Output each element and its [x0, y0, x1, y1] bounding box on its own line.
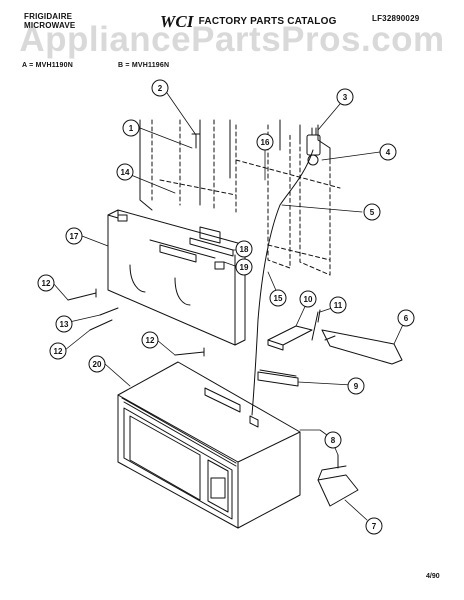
callout-12c-label: 12 — [146, 336, 155, 345]
callouts: 1 2 3 4 5 6 7 8 9 10 11 12 12 12 13 14 1… — [37, 79, 415, 535]
catalog-title-block: WCI FACTORY PARTS CATALOG — [160, 12, 337, 32]
callout-7-label: 7 — [372, 522, 377, 531]
callout-12c: 12 — [141, 331, 159, 349]
callout-13: 13 — [55, 315, 73, 333]
callout-12a: 12 — [37, 274, 55, 292]
callout-19: 19 — [235, 258, 253, 276]
callout-8: 8 — [324, 431, 342, 449]
callout-8-label: 8 — [331, 436, 336, 445]
callout-16-label: 16 — [261, 138, 270, 147]
callout-14: 14 — [116, 163, 134, 181]
callout-2: 2 — [151, 79, 169, 97]
microwave-body — [117, 361, 301, 529]
watermark: AppliancePartsPros.com — [19, 20, 445, 59]
power-cord — [251, 127, 321, 416]
callout-2-label: 2 — [158, 84, 163, 93]
callout-1-label: 1 — [129, 124, 134, 133]
callout-9-label: 9 — [354, 382, 359, 391]
top-bracket — [189, 226, 234, 257]
callout-17: 17 — [65, 227, 83, 245]
callout-18-label: 18 — [240, 245, 249, 254]
brand-line-2: MICROWAVE — [24, 21, 76, 30]
brand-label: FRIGIDAIRE MICROWAVE — [24, 12, 75, 30]
callout-14-label: 14 — [121, 168, 130, 177]
callout-15: 15 — [269, 289, 287, 307]
callout-4: 4 — [379, 143, 397, 161]
model-a-label: A = MVH1190N — [22, 62, 73, 69]
cabinet-outline — [151, 119, 341, 276]
callout-9: 9 — [347, 377, 365, 395]
catalog-title: FACTORY PARTS CATALOG — [198, 16, 337, 27]
callout-1: 1 — [122, 119, 140, 137]
callout-20: 20 — [88, 355, 106, 373]
model-b-label: B = MVH1196N — [118, 62, 170, 69]
screws — [67, 133, 339, 469]
callout-12b: 12 — [49, 342, 67, 360]
callout-17-label: 17 — [70, 232, 79, 241]
callout-5-label: 5 — [370, 208, 375, 217]
callout-6-label: 6 — [404, 314, 409, 323]
bottom-bracket — [317, 465, 359, 507]
callout-6: 6 — [397, 309, 415, 327]
callout-19-label: 19 — [240, 263, 249, 272]
callout-13-label: 13 — [60, 320, 69, 329]
catalog-number: LF32890029 — [372, 14, 420, 23]
callout-12b-label: 12 — [54, 347, 63, 356]
callout-10-label: 10 — [304, 295, 313, 304]
callout-16: 16 — [256, 133, 274, 151]
mounting-plate — [107, 209, 246, 346]
leader-lines — [52, 92, 407, 521]
callout-5: 5 — [363, 203, 381, 221]
callout-7: 7 — [365, 517, 383, 535]
callout-11: 11 — [329, 296, 347, 314]
wci-logo: WCI — [160, 12, 194, 31]
cabinet-edges — [139, 119, 331, 211]
callout-3: 3 — [336, 88, 354, 106]
brand-line-1: FRIGIDAIRE — [24, 12, 73, 21]
callout-15-label: 15 — [274, 294, 283, 303]
duct-parts — [257, 311, 403, 387]
footer-date: 4/90 — [426, 573, 440, 580]
callout-3-label: 3 — [343, 93, 348, 102]
callout-11-label: 11 — [334, 301, 343, 310]
callout-10: 10 — [299, 290, 317, 308]
callout-18: 18 — [235, 240, 253, 258]
callout-4-label: 4 — [386, 148, 391, 157]
callout-20-label: 20 — [93, 360, 102, 369]
callout-12a-label: 12 — [42, 279, 51, 288]
